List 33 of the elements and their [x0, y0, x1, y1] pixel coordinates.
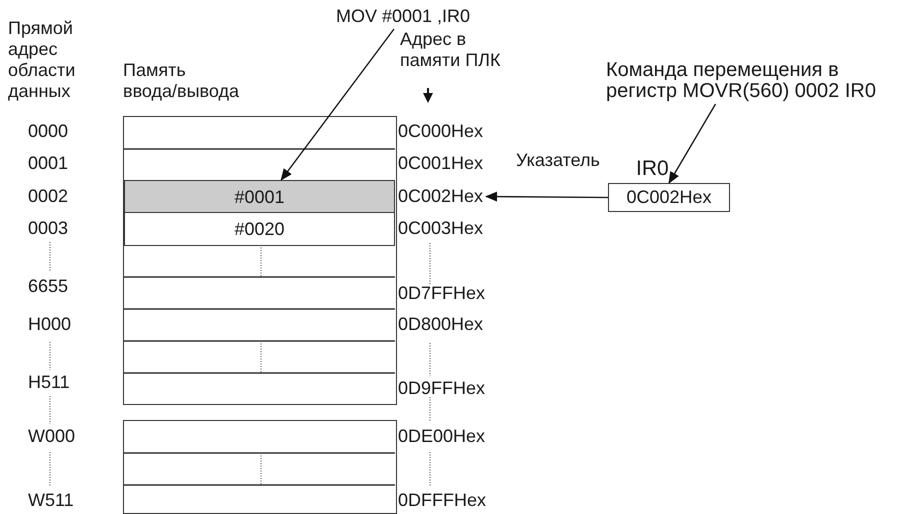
address-label: W000 [28, 426, 76, 447]
address-label: 0003 [28, 218, 68, 239]
memory-cell: #0001 [124, 180, 395, 214]
address-label: 0D800Hex [398, 314, 484, 335]
address-label: H511 [28, 372, 70, 393]
column-heading: Прямой адрес области данных [8, 18, 76, 102]
address-label: 6655 [28, 276, 68, 297]
address-label: 0DE00Hex [398, 426, 486, 447]
column-heading: Память ввода/вывода [123, 60, 240, 102]
pointer-label: Указатель [516, 150, 600, 171]
address-label: 0001 [28, 153, 68, 174]
address-label: 0C001Hex [398, 153, 484, 174]
address-label: 0000 [28, 121, 68, 142]
address-label: 0DFFFHex [398, 490, 486, 511]
memory-block [123, 116, 397, 405]
register-label: IR0 [636, 157, 669, 181]
address-label: H000 [28, 314, 72, 335]
address-label: 0002 [28, 186, 68, 207]
arrow [280, 28, 395, 181]
address-label: W511 [28, 490, 74, 511]
address-text: 0C002Hex [398, 186, 484, 207]
instruction-note: Команда перемещения в регистр MOVR(560) 0002 IR0 [606, 60, 902, 102]
address-label: 0D7FFHex [398, 283, 486, 304]
memory-block [123, 420, 397, 514]
arrow [668, 104, 716, 184]
register-box: 0C002Hex [608, 183, 730, 212]
address-label: 0D9FFHex [398, 378, 486, 399]
address-label: 0C000Hex [398, 121, 484, 142]
arrow [485, 192, 608, 202]
instruction-text: MOV #0001 ,IR0 [336, 6, 536, 27]
address-label: 0C003Hex [398, 218, 484, 239]
memory-cell: #0020 [124, 212, 395, 246]
column-heading: Адрес в памяти ПЛК [400, 29, 502, 71]
